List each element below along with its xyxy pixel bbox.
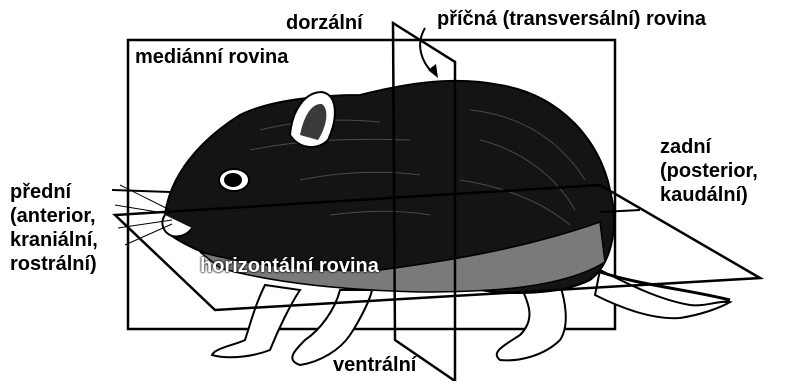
anterior-line	[112, 190, 170, 192]
ventral-label: ventrální	[333, 353, 416, 377]
median-plane-label: mediánní rovina	[135, 45, 288, 69]
transverse-arrow	[420, 28, 432, 72]
horizontal-plane-label: horizontální rovina	[200, 254, 379, 278]
anterior-label: přední (anterior, kraniální, rostrální)	[10, 180, 98, 276]
transverse-plane-label: příčná (transversální) rovina	[437, 7, 706, 31]
pupil	[224, 173, 242, 187]
posterior-label: zadní (posterior, kaudální)	[660, 135, 758, 207]
transverse-arrowhead	[428, 64, 438, 78]
dorsal-label: dorzální	[286, 11, 363, 35]
